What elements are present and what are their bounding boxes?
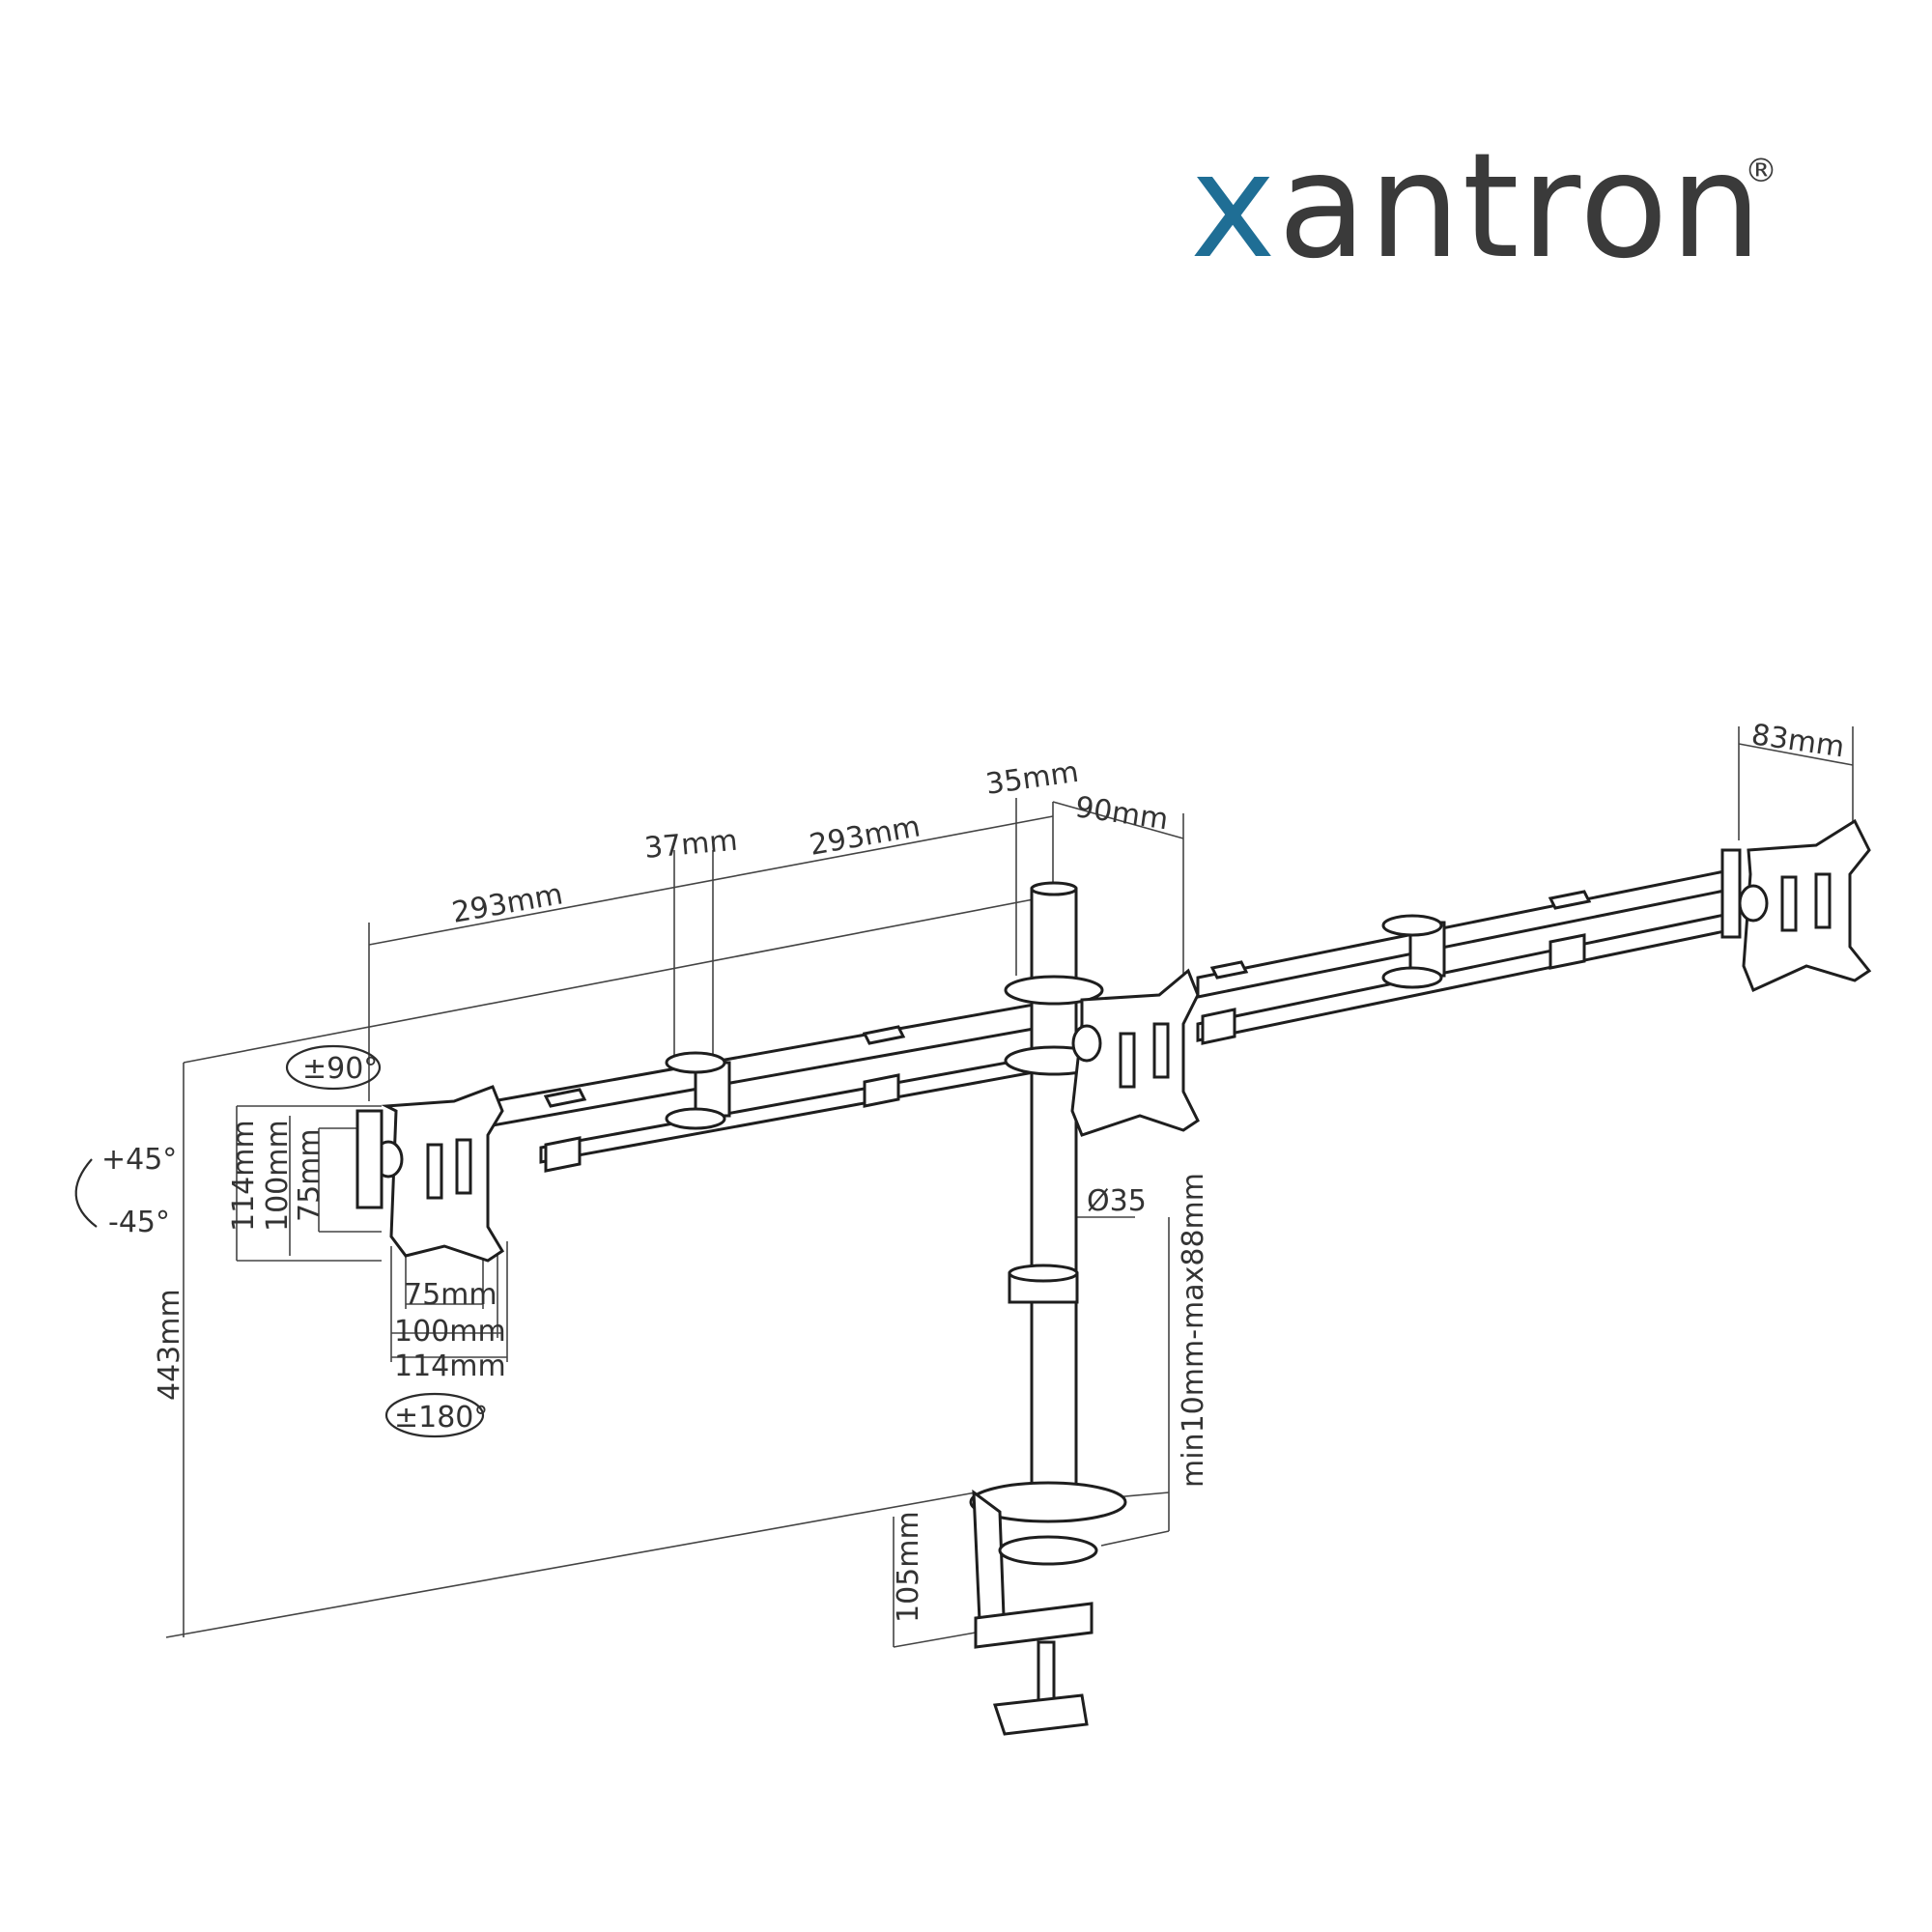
brand-logo: xantron ® [1190, 123, 1777, 291]
label-vesa-h-75: 75mm [404, 1278, 497, 1312]
label-pole-top: 35mm [983, 755, 1081, 802]
label-rotate-180: ±180° [394, 1401, 488, 1435]
label-rotate-90: ±90° [302, 1052, 378, 1086]
label-pole-diameter: Ø35 [1087, 1184, 1147, 1218]
label-clamp-gap: 37mm [643, 824, 739, 866]
label-clamp-height: 105mm [892, 1511, 925, 1623]
pole [969, 881, 1127, 1736]
label-height: 443mm [153, 1289, 186, 1401]
rotate-90-ellipse [285, 1044, 382, 1091]
brand-logo-x: xantron [1190, 123, 1764, 291]
vesa-plate-right [1720, 818, 1872, 993]
rotate-180-ellipse [384, 1392, 485, 1438]
label-tilt-up: +45° [101, 1143, 177, 1177]
label-clamp-range: min10mm-max88mm [1177, 1173, 1210, 1488]
registered-mark: ® [1745, 152, 1777, 190]
vesa-plate-left [355, 1085, 505, 1263]
label-vesa-v-100: 100mm [261, 1120, 295, 1232]
label-arm-left: 293mm [449, 877, 565, 930]
mount-arms [491, 867, 1736, 1173]
label-offset: 90mm [1073, 790, 1171, 837]
label-vesa-v-75: 75mm [293, 1128, 327, 1222]
label-vesa-h-114: 114mm [394, 1350, 506, 1383]
label-tilt-down: -45° [108, 1206, 170, 1239]
label-bracket-depth: 83mm [1749, 718, 1847, 764]
dimension-lines [165, 726, 1854, 1648]
vesa-plate-center [1070, 968, 1200, 1137]
tilt-arrow [74, 1158, 98, 1228]
label-vesa-v-114: 114mm [227, 1120, 261, 1232]
label-vesa-h-100: 100mm [394, 1315, 506, 1349]
label-arm-right: 293mm [807, 810, 923, 863]
